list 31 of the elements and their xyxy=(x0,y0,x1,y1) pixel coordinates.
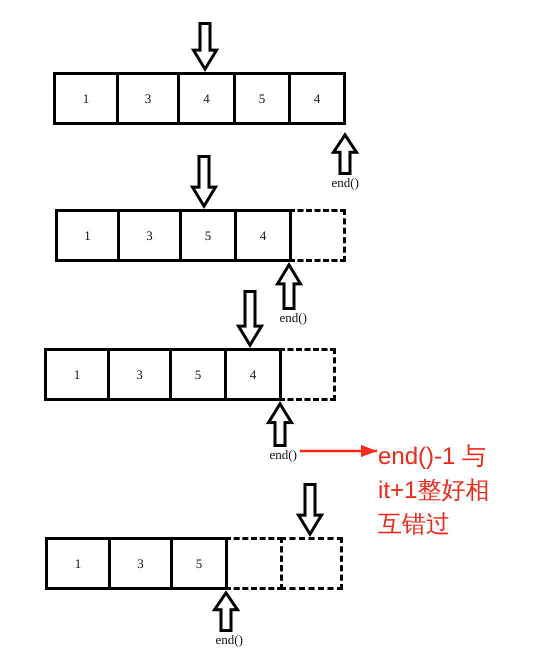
array-cell: 1 xyxy=(44,348,110,401)
block-arrow xyxy=(190,155,218,209)
array-cell: 3 xyxy=(116,72,180,125)
array-cell: 5 xyxy=(179,209,237,262)
block-arrow xyxy=(274,262,304,310)
block-arrow xyxy=(190,22,220,72)
iterator-label: end() xyxy=(270,448,297,462)
array-cell: 4 xyxy=(177,72,236,125)
array-cell: 3 xyxy=(108,537,173,590)
block-arrow xyxy=(266,401,294,447)
empty-slot xyxy=(280,537,343,590)
array-cell: 3 xyxy=(117,209,182,262)
array-cell: 3 xyxy=(107,348,172,401)
array-cell: 4 xyxy=(288,72,346,125)
block-arrow xyxy=(330,132,360,175)
iterator-label: end() xyxy=(216,633,243,647)
annotation-text: end()-1 与it+1整好相互错过 xyxy=(378,440,500,542)
array-cell: 4 xyxy=(224,348,282,401)
array-cell: 5 xyxy=(233,72,291,125)
iterator-label: end() xyxy=(332,176,359,190)
iterator-label: end() xyxy=(280,311,307,325)
array-cell: 1 xyxy=(55,209,120,262)
array-cell: 1 xyxy=(45,537,111,590)
array-cell: 1 xyxy=(53,72,119,125)
block-arrow xyxy=(212,590,240,632)
array-cell: 5 xyxy=(170,537,228,590)
block-arrow xyxy=(296,483,324,537)
array-cell: 4 xyxy=(234,209,292,262)
array-cell: 5 xyxy=(169,348,227,401)
block-arrow xyxy=(236,290,264,348)
arrow xyxy=(300,445,377,457)
